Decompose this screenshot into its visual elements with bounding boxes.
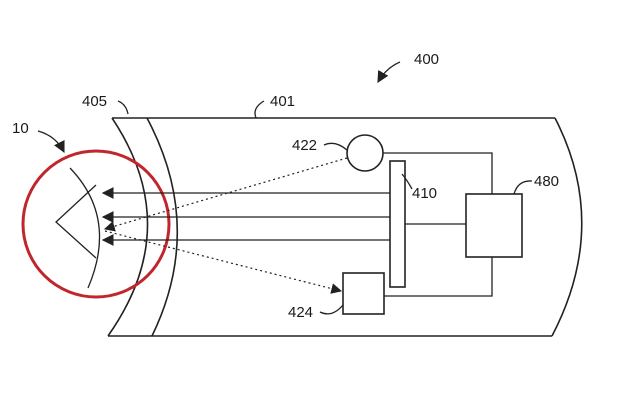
solid-beams: [101, 187, 390, 246]
leader-424: [319, 304, 344, 315]
wire-emitter-controller: [383, 152, 493, 194]
window-inner-arc: [146, 117, 179, 337]
label-424: 424: [288, 304, 313, 321]
target-chevron: [55, 184, 97, 259]
wiring: [383, 152, 493, 297]
leader-lines: [37, 61, 533, 315]
label-410: 410: [412, 185, 437, 202]
leader-480: [513, 180, 533, 195]
label-422: 422: [292, 137, 317, 154]
target-cornea-arc: [69, 167, 101, 289]
leader-10-arrow: [37, 130, 65, 154]
wire-detector-controller: [384, 257, 493, 297]
housing-back-curve: [551, 117, 583, 337]
dotted-target-to-detector: [104, 230, 343, 294]
controller-480: [465, 193, 523, 258]
label-10: 10: [12, 120, 29, 137]
detector-424: [342, 272, 385, 315]
housing-401: [108, 117, 583, 337]
leader-405: [117, 100, 129, 115]
window-405: [107, 117, 179, 337]
dotted-emitter-to-target: [103, 157, 348, 232]
leader-410: [401, 173, 413, 190]
label-401: 401: [270, 93, 295, 110]
leader-422: [323, 142, 348, 151]
dotted-beams: [103, 157, 348, 294]
label-400: 400: [414, 51, 439, 68]
emitter-422: [346, 134, 384, 172]
label-405: 405: [82, 93, 107, 110]
leader-400-arrow: [377, 61, 401, 84]
plate-410: [389, 160, 406, 288]
leader-401: [254, 100, 265, 119]
highlight-circle: [21, 149, 171, 299]
target-10: [55, 167, 101, 289]
label-480: 480: [534, 173, 559, 190]
window-outer-arc: [107, 117, 149, 337]
